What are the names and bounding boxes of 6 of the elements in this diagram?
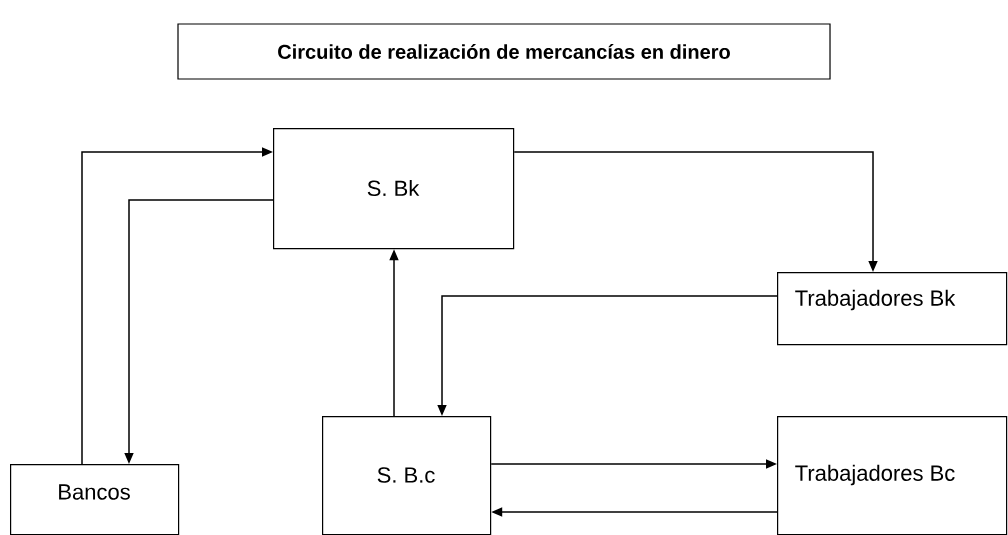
process-box: Trabajadores Bc [777, 416, 1008, 535]
title-box: Circuito de realización de mercancías en dinero [177, 23, 831, 80]
process-box: Bancos [10, 464, 180, 535]
process-box: S. B.c [322, 416, 492, 535]
process-box: S. Bk [273, 128, 515, 250]
process-box: Trabajadores Bk [777, 272, 1008, 346]
